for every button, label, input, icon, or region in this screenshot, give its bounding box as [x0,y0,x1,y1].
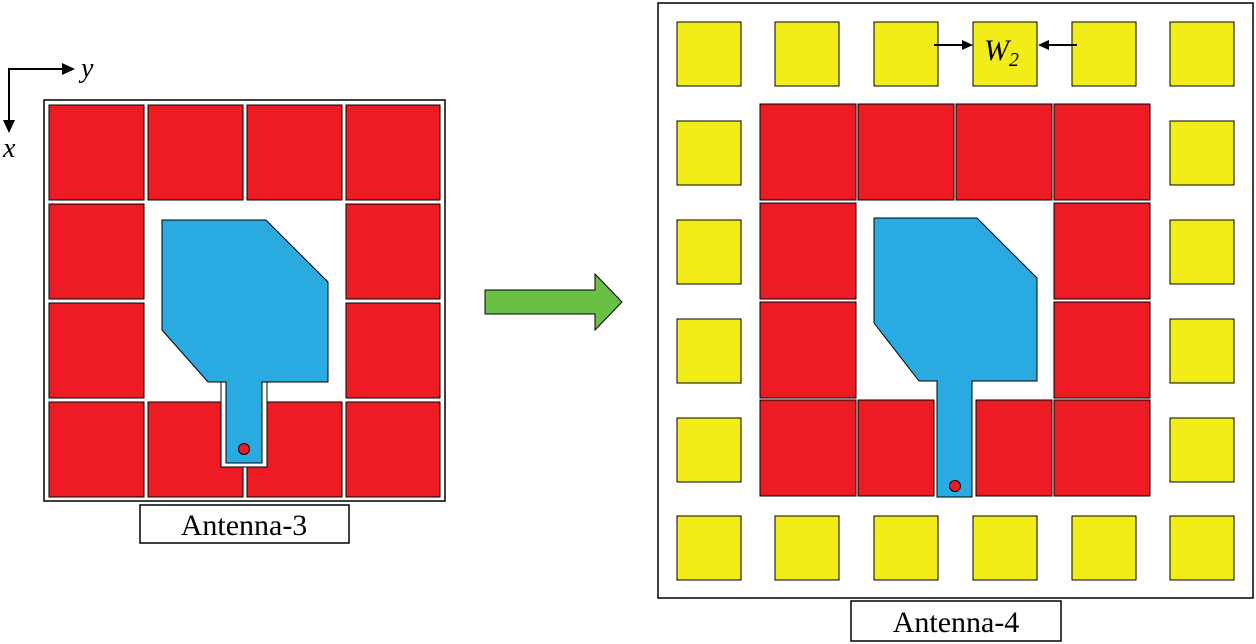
yellow-parasitic-cells [676,21,1235,581]
red-cell [759,202,857,300]
yellow-cell [1169,515,1235,581]
w2-dimension-annotation: W2 [934,34,1077,71]
coordinate-axes: y x [2,53,94,164]
w2-label: W2 [984,34,1019,71]
yellow-cell [1169,219,1235,285]
red-cell [48,203,145,300]
yellow-cell [676,219,742,285]
red-metasurface-cells [48,104,441,498]
red-cell [48,401,145,498]
yellow-cell [1071,515,1137,581]
red-cell [759,103,857,201]
red-cell [1053,399,1151,497]
red-cell [857,399,935,497]
yellow-cell [774,515,840,581]
red-cell [955,103,1053,201]
red-cell [1053,103,1151,201]
y-axis-label: y [78,53,94,84]
blue-radiating-patch [873,217,1038,498]
red-cell [345,203,441,300]
red-cell [246,104,343,201]
antenna-3-label-box [139,504,350,544]
red-cell [857,103,955,201]
feed-point [238,443,250,455]
antenna-4-label-box [850,600,1062,642]
yellow-cell [1169,318,1235,384]
yellow-cell [972,21,1038,87]
red-cell [48,104,145,201]
yellow-cell [676,515,742,581]
x-axis-label: x [2,133,16,164]
yellow-cell [676,318,742,384]
feed-point [949,480,961,492]
yellow-cell [774,21,840,87]
red-cell [147,104,244,201]
red-cell [1053,301,1151,399]
antenna-3: Antenna-3 [43,99,446,544]
yellow-cell [676,417,742,483]
red-cell [345,104,441,201]
blue-radiating-patch [161,219,329,464]
yellow-cell [873,515,939,581]
yellow-cell [1071,21,1137,87]
red-cell [975,399,1053,497]
red-cell [48,302,145,399]
transition-arrow [484,272,623,332]
red-cell [345,302,441,399]
yellow-cell [1169,120,1235,186]
yellow-cell [972,515,1038,581]
red-cell [345,401,441,498]
red-cell [759,399,857,497]
yellow-cell [873,21,939,87]
red-cell [1053,202,1151,300]
yellow-cell [1169,417,1235,483]
antenna-3-label: Antenna-3 [181,509,308,542]
red-metasurface-cells [759,103,1151,497]
antenna-4: W2 Antenna-4 [657,2,1254,642]
antenna-4-label: Antenna-4 [893,606,1020,639]
yellow-cell [676,21,742,87]
red-cell [759,301,857,399]
yellow-cell [1169,21,1235,87]
yellow-cell [676,120,742,186]
